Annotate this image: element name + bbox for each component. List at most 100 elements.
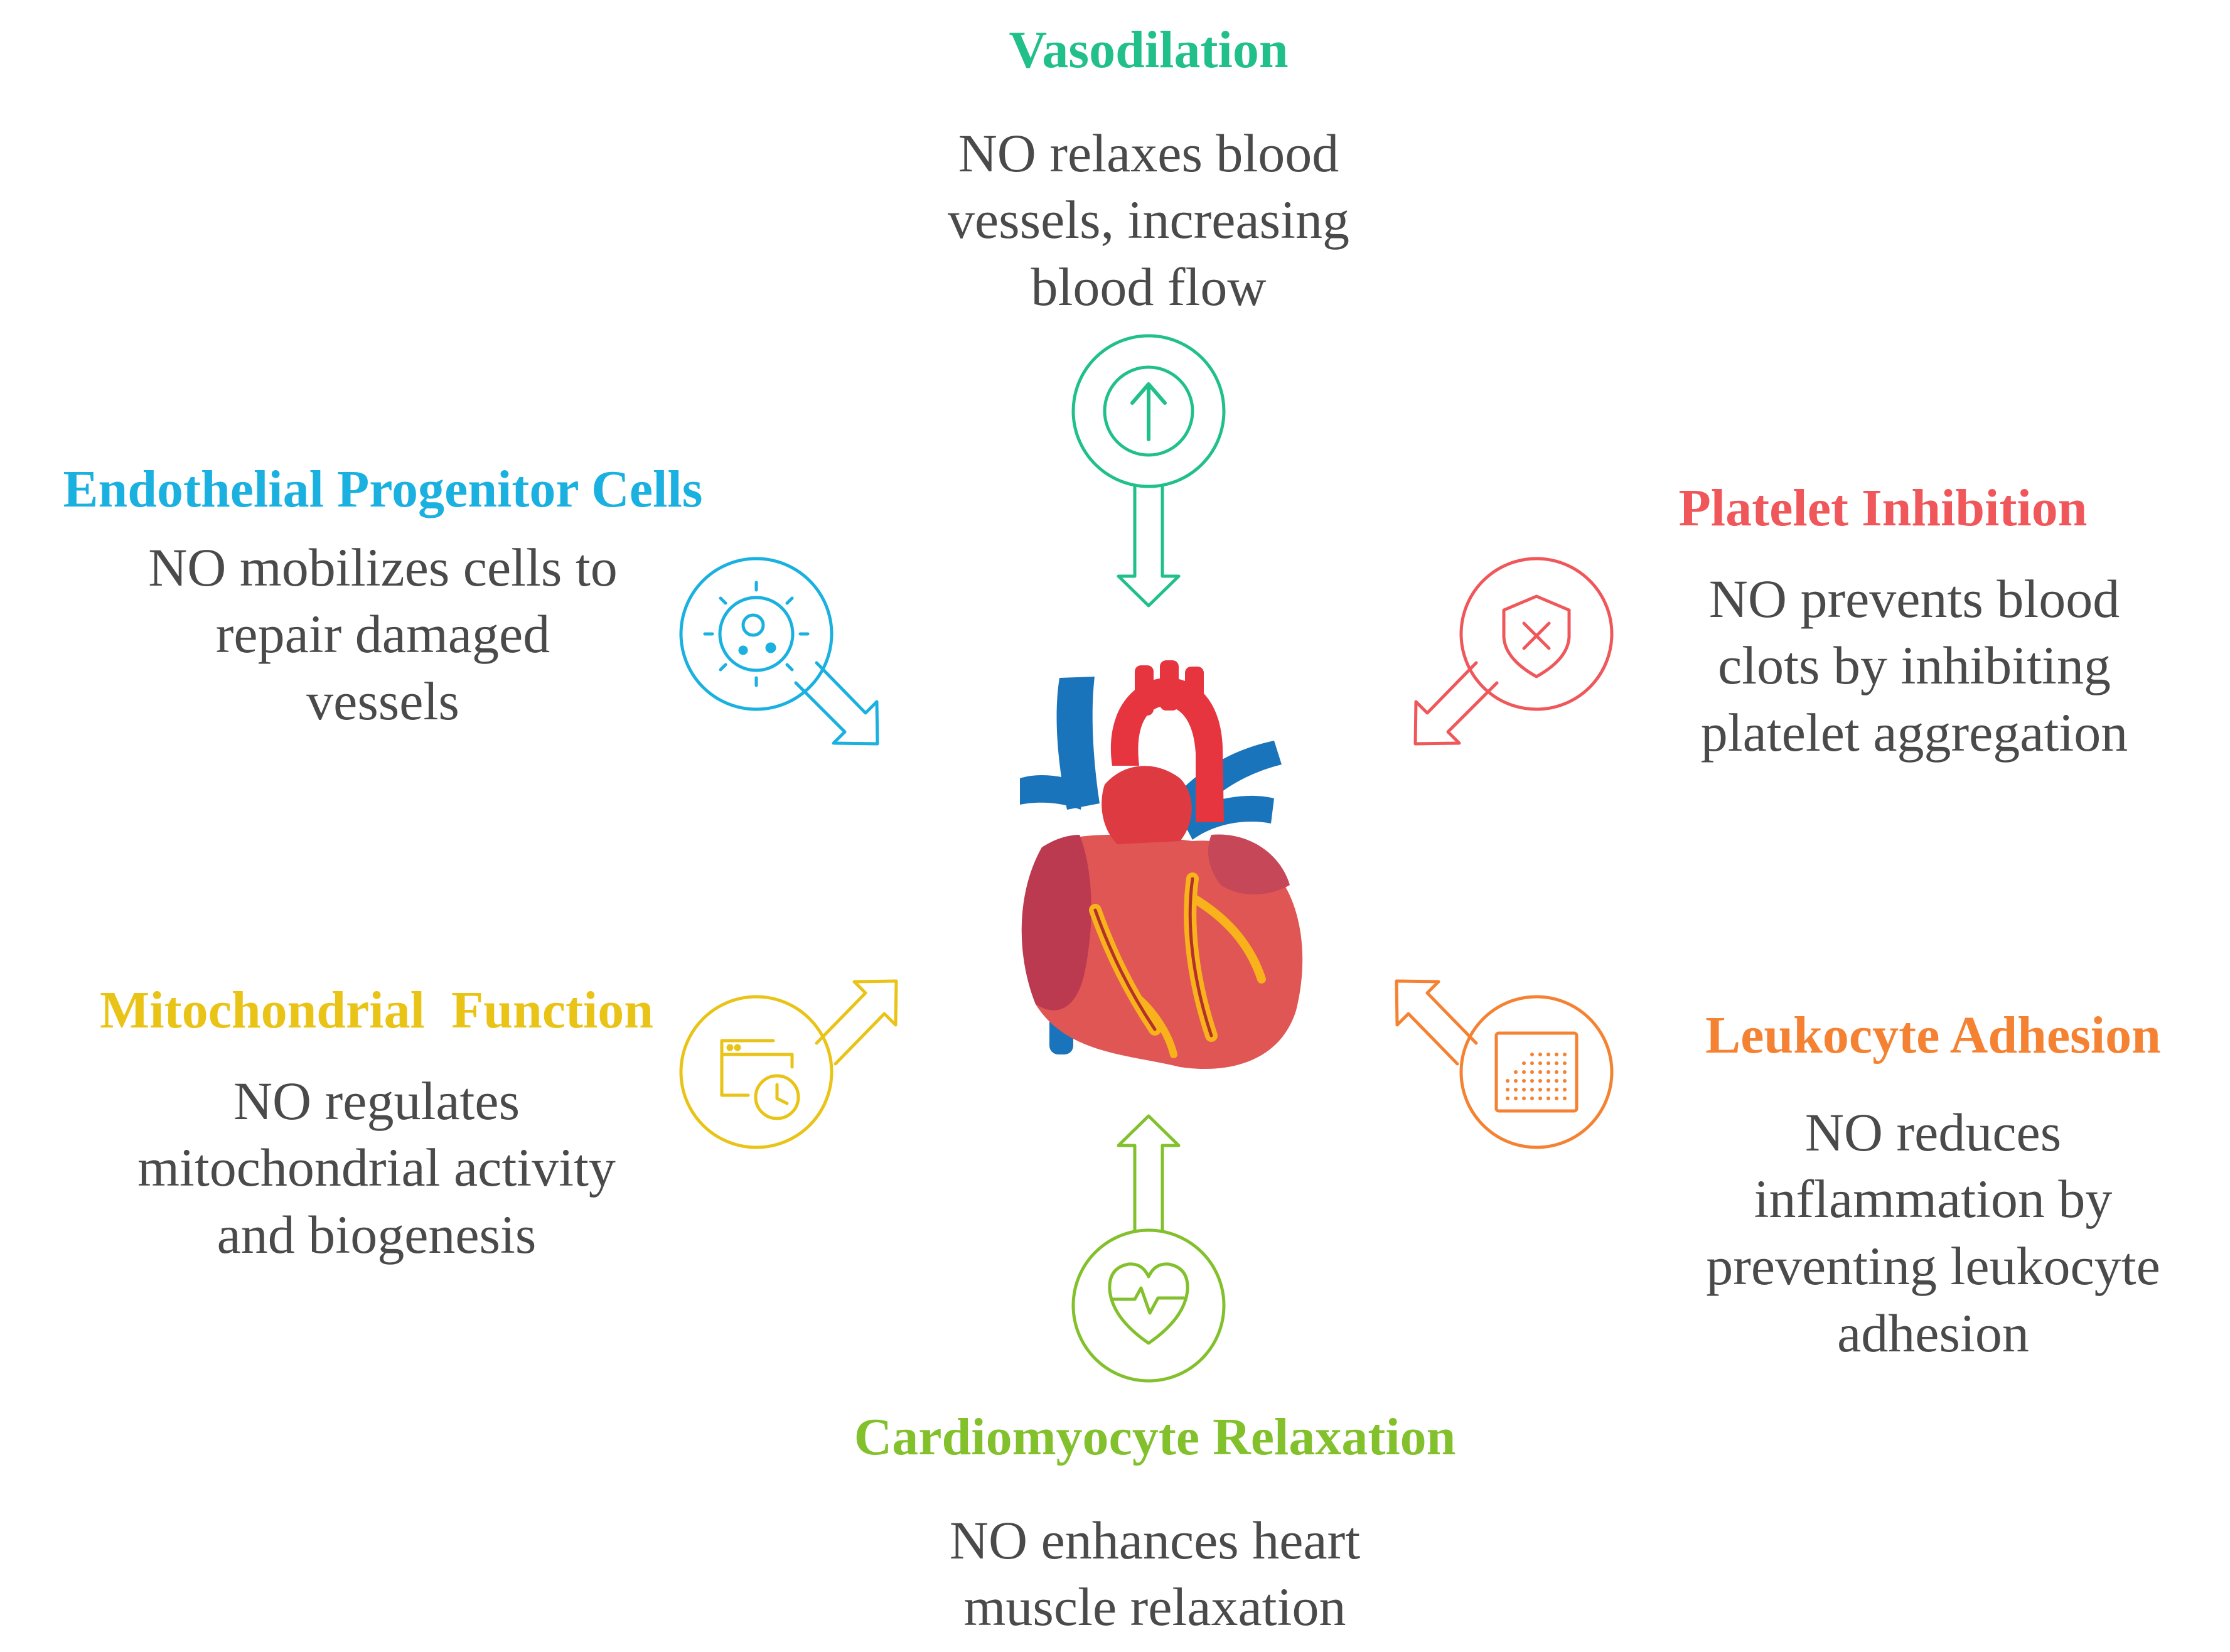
heart-pulse-icon [1108,1262,1189,1345]
leukocyte-dot [1547,1061,1550,1065]
leukocyte-dot [1563,1061,1567,1065]
platelet-line: clots by inhibiting [1718,635,2111,696]
cardiomyocyte-arrow [1117,1114,1181,1232]
leukocyte-line: preventing leukocyte [1706,1236,2160,1297]
platelet-title: Platelet Inhibition [1678,479,2088,537]
vasodilation-title: Vasodilation [1009,21,1289,79]
leukocyte-dot [1538,1088,1542,1092]
mitochondrial-line: and biogenesis [217,1204,537,1265]
shield-x-icon [1502,594,1571,678]
leukocyte-dot [1555,1097,1558,1100]
leukocyte-dot [1514,1070,1518,1074]
leukocyte-dot [1563,1070,1567,1074]
endothelial-node [679,557,879,746]
vasodilation-line: blood flow [1031,257,1267,318]
cardiomyocyte-title: Cardiomyocyte Relaxation [854,1408,1456,1466]
leukocyte-dot [1506,1088,1509,1092]
leukocyte-dot [1538,1079,1542,1083]
endothelial-description: NO mobilizes cells to repair damaged ves… [13,534,753,735]
cardiomyocyte-line: muscle relaxation [963,1577,1346,1638]
leukocyte-dot [1530,1079,1534,1083]
platelet-line: platelet aggregation [1700,702,2128,763]
leukocyte-dot [1538,1097,1542,1100]
cardiomyocyte-ring [1071,1228,1226,1383]
platelet-node [1413,557,1614,746]
leukocyte-dot [1555,1079,1558,1083]
leukocyte-dot [1530,1053,1534,1056]
leukocyte-dot [1555,1053,1558,1056]
leukocyte-dot [1530,1061,1534,1065]
vasodilation-line: NO relaxes blood [958,122,1339,183]
vasodilation-arrow [1117,485,1181,608]
mitochondrial-description: NO regulates mitochondrial activity and … [38,1068,716,1268]
endothelial-ring [679,557,834,711]
mitochondrial-line: NO regulates [233,1070,520,1131]
leukocyte-dot [1538,1053,1542,1056]
dot-grid-icon [1494,1031,1579,1113]
mitochondrial-block: Mitochondrial Function NO regulates mito… [38,979,716,1268]
endothelial-line: repair damaged [215,604,550,665]
leukocyte-dot [1547,1070,1550,1074]
leukocyte-dot [1555,1061,1558,1065]
leukocyte-dot [1530,1088,1534,1092]
leukocyte-ring [1459,995,1614,1149]
platelet-block: Platelet Inhibition NO prevents blood cl… [1613,477,2216,766]
leukocyte-dot [1563,1053,1567,1056]
cardiomyocyte-line: NO enhances heart [949,1510,1361,1570]
leukocyte-dot [1530,1097,1534,1100]
cardiomyocyte-node [1071,1114,1226,1383]
leukocyte-dot [1547,1097,1550,1100]
platelet-arrow [1413,661,1499,746]
vasodilation-inner-ring [1103,365,1194,457]
leukocyte-dot [1522,1079,1526,1083]
leukocyte-dot [1538,1061,1542,1065]
leukocyte-dot [1522,1070,1526,1074]
leukocyte-title: Leukocyte Adhesion [1705,1006,2161,1065]
vasodilation-ring [1071,334,1226,488]
mitochondrial-line: mitochondrial activity [137,1137,616,1198]
endothelial-arrow [794,661,879,746]
leukocyte-dot [1530,1070,1534,1074]
dot-grid-dots [1506,1053,1567,1100]
leukocyte-dot [1522,1088,1526,1092]
leukocyte-description: NO reduces inflammation by preventing le… [1657,1099,2209,1367]
leukocyte-dot [1555,1070,1558,1074]
cell-icon [703,581,810,687]
endothelial-line: NO mobilizes cells to [148,537,618,598]
arrow-up-icon [1130,382,1167,441]
cardiomyocyte-description: NO enhances heart muscle relaxation [803,1507,1506,1641]
endothelial-block: Endothelial Progenitor Cells NO mobilize… [13,458,753,735]
platelet-description: NO prevents blood clots by inhibiting pl… [1613,566,2216,766]
window-clock-icon [720,1039,800,1120]
platelet-ring [1459,557,1614,711]
leukocyte-line: inflammation by [1754,1169,2113,1230]
leukocyte-dot [1506,1079,1509,1083]
leukocyte-line: adhesion [1837,1302,2029,1363]
leukocyte-node [1395,979,1614,1149]
leukocyte-dot [1547,1088,1550,1092]
mitochondrial-title: Mitochondrial Function [99,981,654,1039]
leukocyte-dot [1514,1079,1518,1083]
endothelial-line: vessels [306,671,459,732]
mitochondrial-arrow [815,979,898,1066]
leukocyte-dot [1555,1088,1558,1092]
leukocyte-arrow [1395,979,1478,1066]
vasodilation-description: NO relaxes blood vessels, increasing blo… [866,120,1431,321]
leukocyte-dot [1522,1097,1526,1100]
leukocyte-dot [1506,1097,1509,1100]
mitochondrial-ring [679,995,834,1149]
leukocyte-dot [1514,1088,1518,1092]
leukocyte-dot [1563,1097,1567,1100]
leukocyte-line: NO reduces [1804,1102,2062,1162]
endothelial-title: Endothelial Progenitor Cells [63,460,703,518]
anatomical-heart-icon [1020,660,1303,1070]
cardiomyocyte-block: Cardiomyocyte Relaxation NO enhances hea… [803,1406,1506,1641]
vasodilation-node [1071,334,1226,608]
leukocyte-dot [1547,1053,1550,1056]
platelet-line: NO prevents blood [1708,568,2120,629]
vasodilation-block: Vasodilation NO relaxes blood vessels, i… [866,19,1431,321]
leukocyte-block: Leukocyte Adhesion NO reduces inflammati… [1657,1004,2209,1366]
leukocyte-dot [1547,1079,1550,1083]
